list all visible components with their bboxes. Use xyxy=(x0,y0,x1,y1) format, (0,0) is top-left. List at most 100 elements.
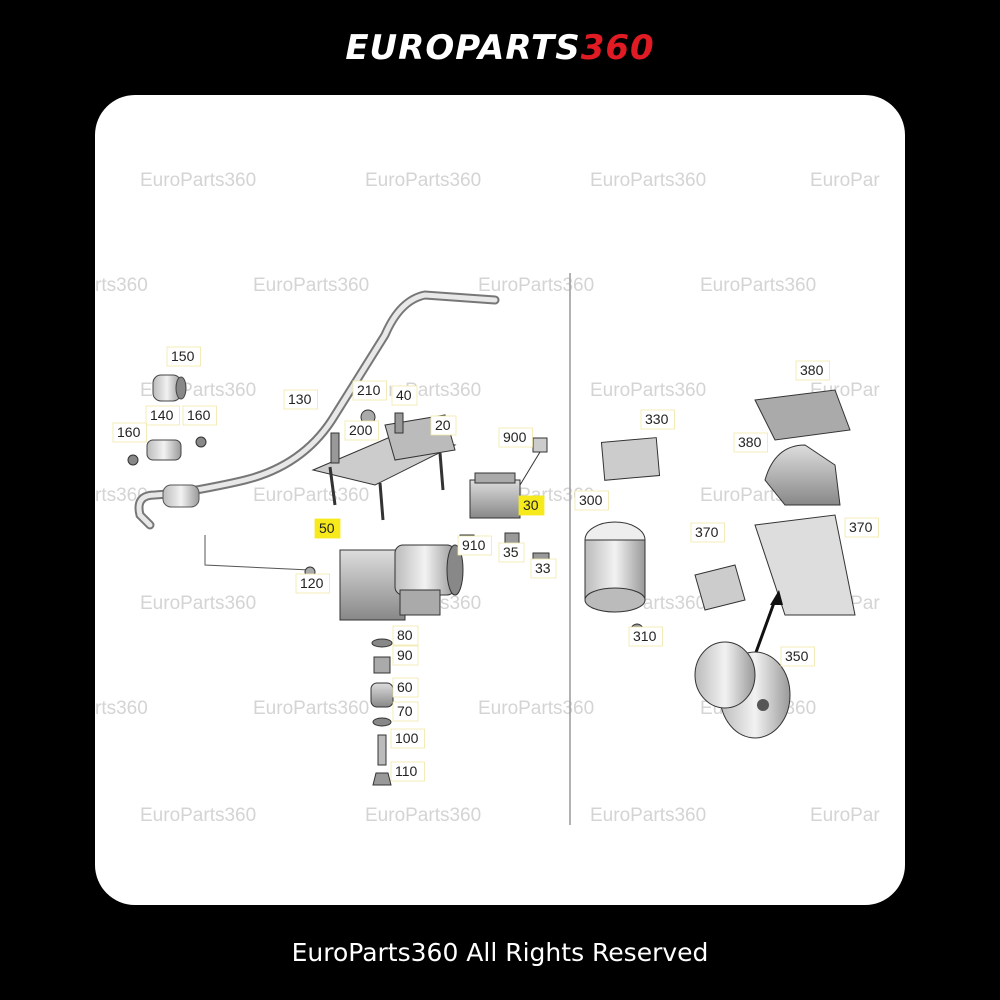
watermark: rts360 xyxy=(95,485,148,506)
callout-30: 30 xyxy=(518,495,545,516)
callout-110: 110 xyxy=(390,761,425,782)
callout-33: 33 xyxy=(530,558,557,579)
part-100-bolt xyxy=(377,734,387,766)
part-330-pad xyxy=(600,437,661,481)
callout-label: 100 xyxy=(395,730,419,746)
callout-label: 160 xyxy=(117,424,141,440)
callout-350: 350 xyxy=(780,646,815,667)
callout-910: 910 xyxy=(457,535,492,556)
part-160-right xyxy=(195,436,207,448)
callout-label: 200 xyxy=(349,422,373,438)
callout-label: 380 xyxy=(800,362,824,378)
callout-label: 310 xyxy=(633,628,657,644)
part-140-filter xyxy=(146,439,182,461)
callout-330: 330 xyxy=(640,409,675,430)
callout-label: 350 xyxy=(785,648,809,664)
leader-900 xyxy=(519,451,541,486)
callout-label: 380 xyxy=(738,434,762,450)
callout-label: 910 xyxy=(462,537,486,553)
callout-370a: 370 xyxy=(690,522,725,543)
watermark: EuroPar xyxy=(810,170,880,191)
callout-label: 150 xyxy=(171,348,195,364)
watermark: EuroPar xyxy=(810,805,880,826)
part-80 xyxy=(371,638,393,648)
callout-120: 120 xyxy=(295,573,330,594)
callout-label: 330 xyxy=(645,411,669,427)
part-110-nut xyxy=(372,772,392,786)
callout-70: 70 xyxy=(392,701,419,722)
watermark: EuroParts360 xyxy=(253,698,370,719)
part-60-mount xyxy=(370,682,394,708)
callout-label: 130 xyxy=(288,391,312,407)
watermark: EuroParts360 xyxy=(140,805,257,826)
callout-130: 130 xyxy=(283,389,318,410)
watermark: EuroParts360 xyxy=(140,170,257,191)
callout-380a: 380 xyxy=(795,360,830,381)
callout-300: 300 xyxy=(574,490,609,511)
watermark: EuroParts360 xyxy=(365,805,482,826)
part-40-stud xyxy=(394,412,404,434)
watermark: EuroParts360 xyxy=(253,485,370,506)
watermark: EuroParts360 xyxy=(700,275,817,296)
callout-310: 310 xyxy=(628,626,663,647)
callout-210: 210 xyxy=(352,380,387,401)
callout-label: 20 xyxy=(435,417,451,433)
callout-20: 20 xyxy=(430,415,457,436)
callout-label: 70 xyxy=(397,703,413,719)
callout-380b: 380 xyxy=(733,432,768,453)
part-900-connector xyxy=(532,437,548,453)
part-160-left xyxy=(127,454,139,466)
brand-logo: EUROPARTS360 xyxy=(0,28,1000,68)
watermark: EuroParts360 xyxy=(140,593,257,614)
callout-label: 30 xyxy=(523,497,539,513)
watermark: EuroParts360 xyxy=(253,275,370,296)
callout-label: 110 xyxy=(395,763,418,779)
watermark: rts360 xyxy=(95,275,148,296)
part-300-reservoir xyxy=(584,521,646,613)
callout-160b: 160 xyxy=(182,405,217,426)
footer-copyright: EuroParts360 All Rights Reserved xyxy=(291,938,709,967)
callout-label: 370 xyxy=(849,519,873,535)
part-50-compressor xyxy=(339,544,464,621)
callout-label: 120 xyxy=(300,575,324,591)
callout-label: 160 xyxy=(187,407,211,423)
callout-160a: 160 xyxy=(112,422,147,443)
callout-label: 60 xyxy=(397,679,413,695)
watermark: rts360 xyxy=(95,698,148,719)
callout-50: 50 xyxy=(314,518,341,539)
logo-number-text: 360 xyxy=(580,28,655,68)
part-200-bolt xyxy=(330,432,340,464)
part-30-relay xyxy=(469,472,521,519)
callout-140: 140 xyxy=(145,405,180,426)
part-90-spring xyxy=(373,656,391,674)
callout-80: 80 xyxy=(392,625,419,646)
arrow xyxy=(753,599,777,656)
callout-35: 35 xyxy=(498,542,525,563)
callout-90: 90 xyxy=(392,645,419,666)
callout-label: 210 xyxy=(357,382,381,398)
leader-120 xyxy=(204,535,311,571)
watermark: EuroParts360 xyxy=(590,380,707,401)
callout-100: 100 xyxy=(390,728,425,749)
inline-filter xyxy=(162,484,200,508)
callout-40: 40 xyxy=(391,385,418,406)
part-350-tank xyxy=(694,641,791,739)
callout-60: 60 xyxy=(392,677,419,698)
callout-label: 50 xyxy=(319,520,335,536)
part-150-filter xyxy=(152,374,187,402)
logo-main-text: EUROPARTS xyxy=(345,28,581,68)
watermark: EuroParts360 xyxy=(365,170,482,191)
callout-200: 200 xyxy=(344,420,379,441)
callout-label: 300 xyxy=(579,492,603,508)
part-370-housing xyxy=(694,514,856,616)
callout-label: 40 xyxy=(396,387,412,403)
callout-900: 900 xyxy=(498,427,533,448)
watermark: EuroParts360 xyxy=(478,275,595,296)
watermark: EuroParts360 xyxy=(590,170,707,191)
watermark: EuroParts360 xyxy=(478,698,595,719)
watermark: EuroParts360 xyxy=(590,805,707,826)
callout-label: 900 xyxy=(503,429,527,445)
part-70 xyxy=(372,717,392,727)
